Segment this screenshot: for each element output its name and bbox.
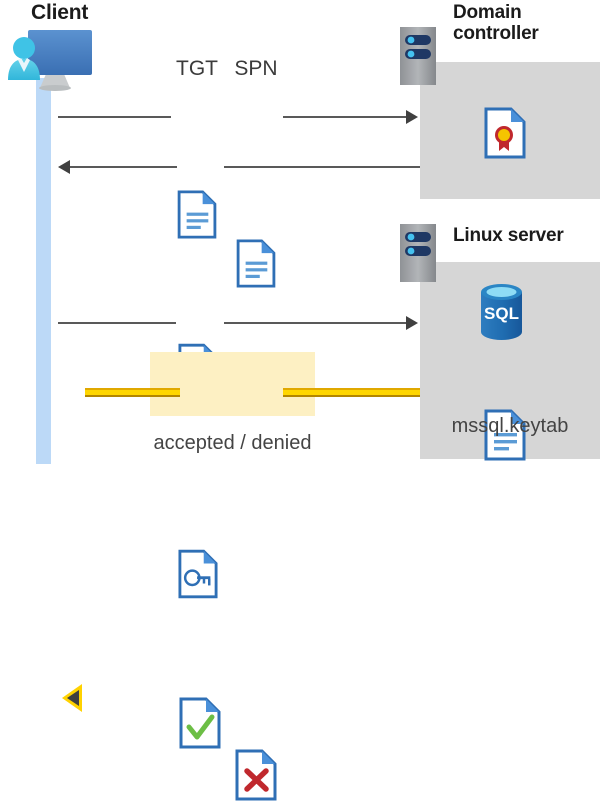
message-3-key-document-icon (178, 548, 218, 600)
message-3-arrowhead (406, 316, 418, 330)
keytab-document-icon (484, 409, 526, 461)
message-4-line-left (85, 388, 180, 397)
message-2-line-left (70, 166, 177, 168)
keytab-filename-label: mssql.keytab (451, 415, 569, 437)
message-3-line-right (224, 322, 406, 324)
tgt-document-icon (177, 190, 217, 239)
client-title: Client (31, 1, 89, 24)
tgt-label: TGT (176, 57, 218, 80)
message-1-line-left (58, 116, 171, 118)
sql-database-icon: SQL (475, 283, 528, 341)
document-cross-icon (234, 749, 278, 801)
message-1-arrowhead (406, 110, 418, 124)
client-lifeline (36, 78, 51, 464)
spn-label: SPN (234, 57, 278, 80)
spn-document-icon (236, 239, 276, 288)
message-4-arrowhead (62, 684, 82, 712)
accepted-denied-caption: accepted / denied (153, 432, 312, 454)
client-workstation-icon (6, 26, 98, 91)
domain-controller-server-icon (400, 27, 436, 85)
certificate-document-icon (484, 107, 526, 159)
linux-server-title: Linux server (453, 225, 564, 246)
linux-server-server-icon (400, 224, 436, 282)
message-1-line-right (283, 116, 406, 118)
message-2-arrowhead (58, 160, 70, 174)
accepted-denied-highlight-band (150, 352, 315, 416)
diagram-canvas: Client (6, 1, 600, 801)
domain-controller-title: Domain controller (453, 2, 600, 44)
message-3-line-left (58, 322, 176, 324)
svg-text:SQL: SQL (484, 304, 519, 323)
domain-controller-title-line2: controller (453, 22, 539, 44)
message-2-line-right (224, 166, 420, 168)
domain-controller-title-line1: Domain (453, 2, 522, 23)
document-check-icon (178, 697, 222, 749)
message-4-line-right (283, 388, 420, 397)
